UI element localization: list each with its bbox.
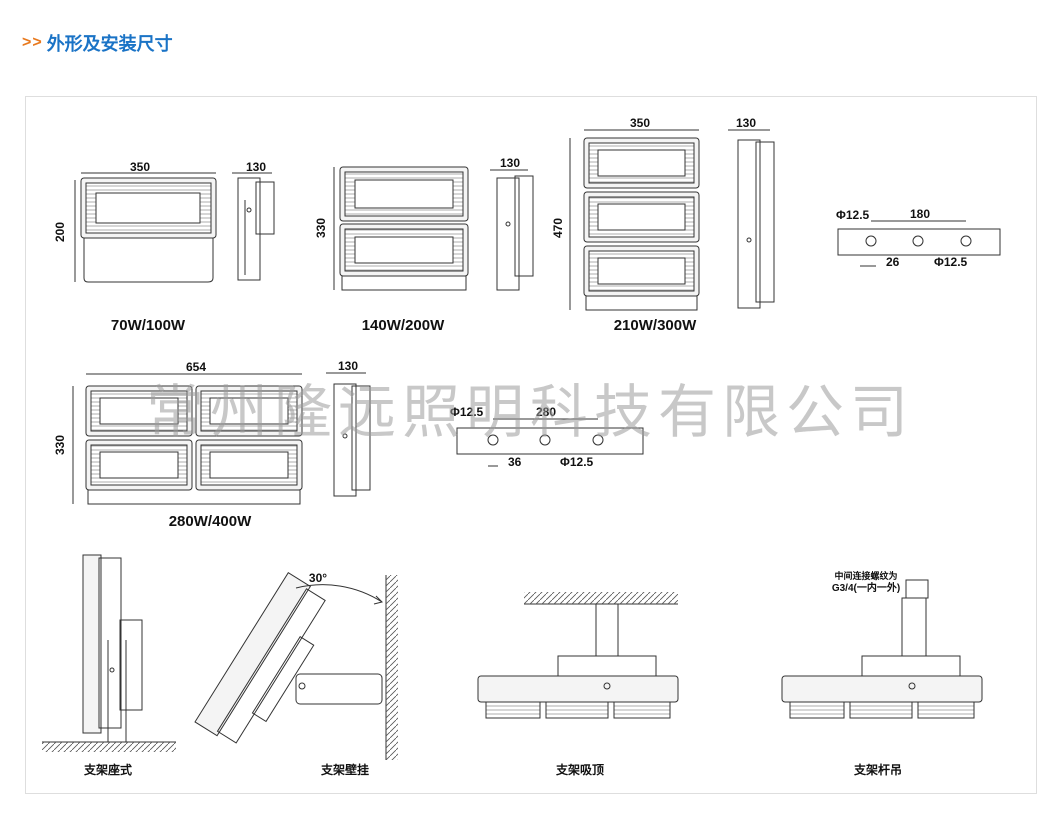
model-labels: 70W/100W 140W/200W 210W/300W 280W/400W [111,317,697,530]
model-70w-dimension-lines [74,172,272,282]
model-210w-dimension-lines [569,129,770,310]
model-label-140w: 140W/200W [362,317,445,334]
bracket-2-offset-label: 36 [508,455,522,469]
section-header: >> 外形及安装尺寸 [22,30,173,56]
model-70w-height-label: 200 [53,222,67,242]
mount-pole-drawing [781,579,983,719]
model-210w-height-label: 470 [551,218,565,238]
bracket-1-hole-right-label: Φ12.5 [934,255,968,269]
model-140w-side-view [496,175,534,291]
bracket-1-offset-label: 26 [886,255,900,269]
bracket-1-hole-left-label: Φ12.5 [836,208,870,222]
model-210w-depth-label: 130 [736,116,756,130]
bracket-2-drawing [456,418,644,467]
mount-floor-drawing [42,554,176,752]
dimension-labels: 350 200 130 330 130 350 470 130 654 330 … [53,116,968,594]
model-label-280w: 280W/400W [169,513,252,530]
mount-wall-drawing [194,571,398,760]
model-280w-width-label: 654 [186,360,206,374]
bracket-2-spacing-label: 280 [536,405,556,419]
caption-pole-mount: 支架杆吊 [853,762,902,777]
caption-ceiling-mount: 支架吸顶 [555,762,604,777]
model-280w-depth-label: 130 [338,359,358,373]
pole-note-line2: G3/4(一内一外) [832,581,900,594]
pole-note-line1: 中间连接螺纹为 [834,570,897,582]
model-280w-dimension-lines [72,372,366,504]
model-70w-side-view [237,177,275,281]
company-watermark: 常州隆远照明科技有限公司 [146,378,914,446]
model-210w-width-label: 350 [630,116,650,130]
model-140w-height-label: 330 [314,218,328,238]
bracket-2-hole-left-label: Φ12.5 [450,405,484,419]
model-140w-front-view [339,166,469,291]
mount-captions: 支架座式 支架壁挂 支架吸顶 支架杆吊 [83,762,902,777]
model-70w-front-view [80,177,217,283]
model-140w-depth-label: 130 [500,156,520,170]
bracket-2-hole-right-label: Φ12.5 [560,455,594,469]
model-label-70w: 70W/100W [111,317,186,334]
chevron-prefix-icon: >> [22,34,43,51]
model-140w-dimension-lines [333,167,528,290]
caption-wall-mount: 支架壁挂 [320,762,369,777]
model-70w-depth-label: 130 [246,160,266,174]
caption-floor-mount: 支架座式 [83,762,132,777]
mount-ceiling-drawing [477,592,679,719]
section-title: 外形及安装尺寸 [46,34,173,54]
model-280w-side-view [333,383,371,497]
bracket-1-spacing-label: 180 [910,207,930,221]
model-210w-front-view [583,137,700,311]
model-70w-width-label: 350 [130,160,150,174]
drawing-frame [25,96,1037,794]
model-210w-side-view [737,139,775,309]
model-label-210w: 210W/300W [614,317,697,334]
model-280w-front-view [85,385,303,505]
bracket-1-drawing [837,220,1001,267]
model-280w-height-label: 330 [53,435,67,455]
wall-angle-label: 30° [309,571,327,585]
